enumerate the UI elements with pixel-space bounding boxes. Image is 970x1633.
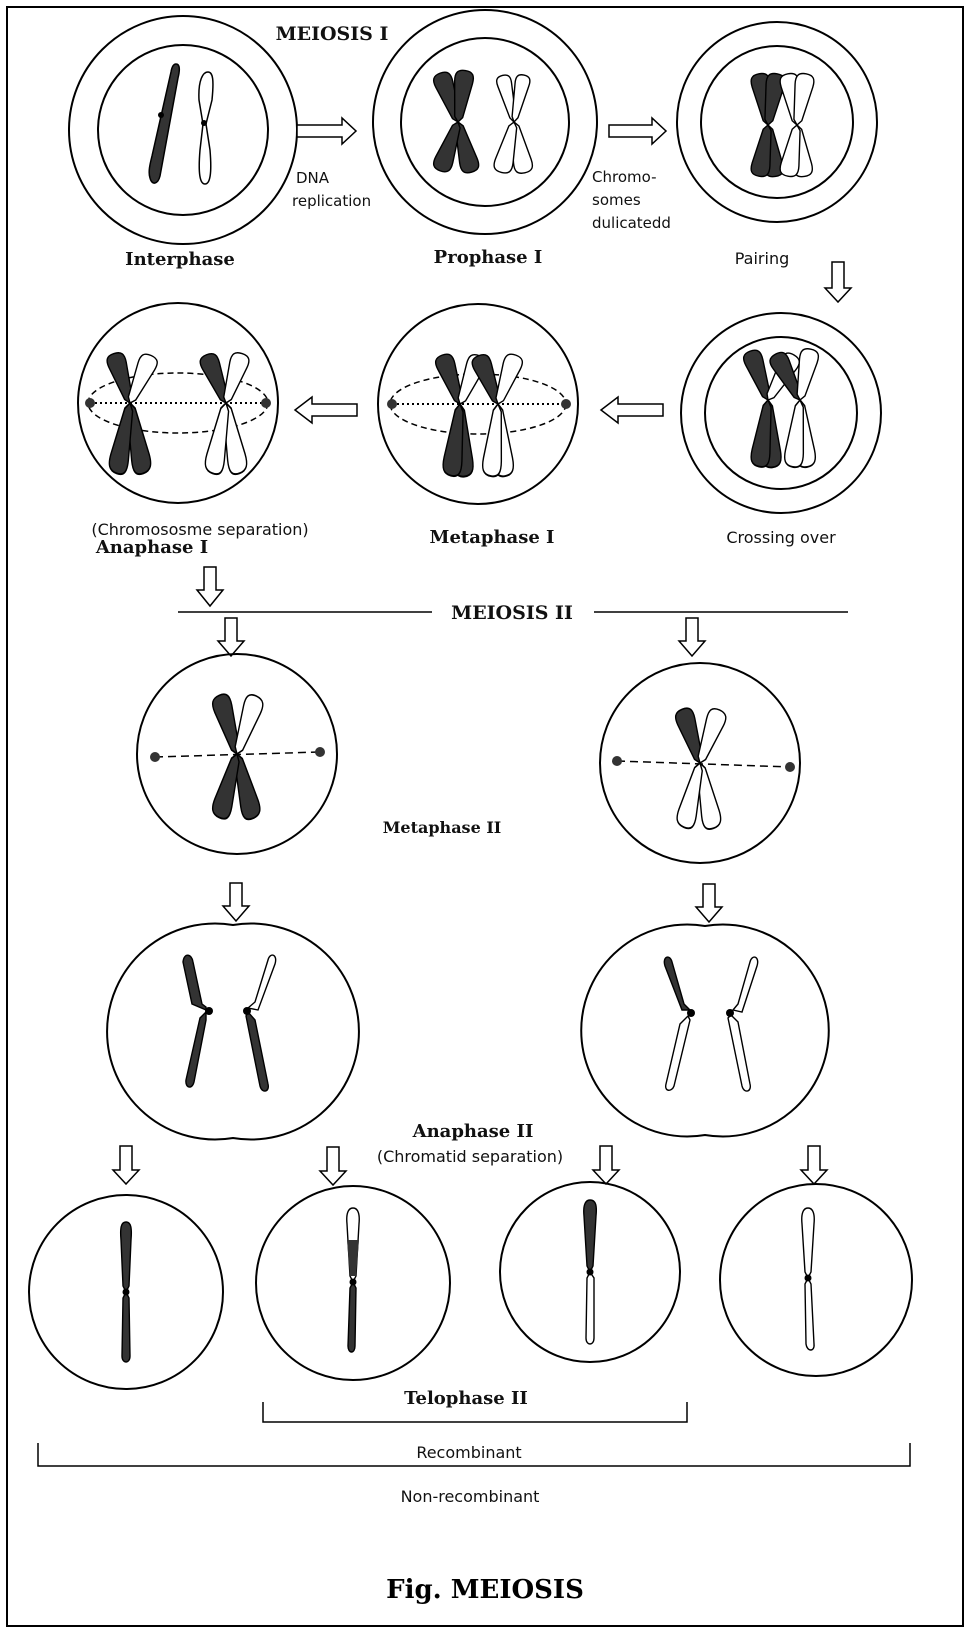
arrow-icon bbox=[679, 618, 705, 656]
telophase-2-cell-3 bbox=[500, 1182, 680, 1362]
chromosome bbox=[199, 72, 213, 184]
arrow-note-duplicated: dulicatedd bbox=[592, 214, 671, 232]
metaphase-1-cell bbox=[378, 304, 578, 504]
arrow-note-somes: somes bbox=[592, 191, 641, 209]
arrow-icon bbox=[297, 118, 356, 144]
prophase-1-cell bbox=[373, 10, 597, 234]
figure-caption: Fig. MEIOSIS bbox=[386, 1575, 584, 1605]
arrow-icon bbox=[609, 118, 666, 144]
arrow-icon bbox=[593, 1146, 619, 1184]
group-label-recombinant: Recombinant bbox=[416, 1443, 521, 1462]
stage-label-interphase: Interphase bbox=[125, 249, 235, 270]
stage-label-telophase-2: Telophase II bbox=[404, 1388, 528, 1409]
pairing-cell bbox=[677, 22, 877, 222]
telophase-2-cell-4 bbox=[720, 1184, 912, 1376]
stage-label-anaphase-2: Anaphase II bbox=[412, 1121, 534, 1142]
meiosis-2-heading: MEIOSIS II bbox=[451, 602, 573, 624]
arrow-icon bbox=[223, 883, 249, 921]
arrow-icon bbox=[320, 1147, 346, 1185]
arrow-icon bbox=[197, 567, 223, 606]
telophase-2-cell-1 bbox=[29, 1195, 223, 1389]
telophase-2-cell-2 bbox=[256, 1186, 450, 1380]
crossing-over-cell bbox=[681, 313, 881, 513]
arrow-icon bbox=[218, 618, 244, 656]
arrow-icon bbox=[801, 1146, 827, 1184]
metaphase-2-right-cell bbox=[600, 663, 800, 863]
stage-label-crossing-over: Crossing over bbox=[726, 528, 836, 547]
stage-label-metaphase-1: Metaphase I bbox=[430, 527, 555, 548]
stage-label-pairing: Pairing bbox=[735, 249, 790, 268]
arrow-note-dna: DNA bbox=[296, 169, 330, 187]
anaphase-2-left-cell bbox=[107, 924, 359, 1140]
arrow-icon bbox=[295, 397, 357, 423]
chromosome bbox=[149, 64, 179, 183]
group-label-non-recombinant: Non-recombinant bbox=[401, 1487, 540, 1506]
arrow-note-replication: replication bbox=[292, 192, 371, 210]
metaphase-2-left-cell bbox=[137, 654, 337, 854]
stage-label-anaphase-1: Anaphase I bbox=[95, 537, 208, 558]
meiosis-1-heading: MEIOSIS I bbox=[276, 23, 389, 45]
stage-label-metaphase-2: Metaphase II bbox=[383, 818, 502, 837]
arrow-icon bbox=[113, 1146, 139, 1184]
arrow-icon bbox=[601, 397, 663, 423]
anaphase-1-cell bbox=[78, 303, 278, 503]
anaphase-2-right-cell bbox=[581, 925, 829, 1137]
stage-note-chromatid-separation: (Chromatid separation) bbox=[377, 1147, 563, 1166]
stage-label-prophase-1: Prophase I bbox=[434, 247, 543, 268]
interphase-cell bbox=[69, 16, 297, 244]
arrow-note-chromo: Chromo- bbox=[592, 168, 656, 186]
arrow-icon bbox=[825, 262, 851, 302]
arrow-icon bbox=[696, 884, 722, 922]
